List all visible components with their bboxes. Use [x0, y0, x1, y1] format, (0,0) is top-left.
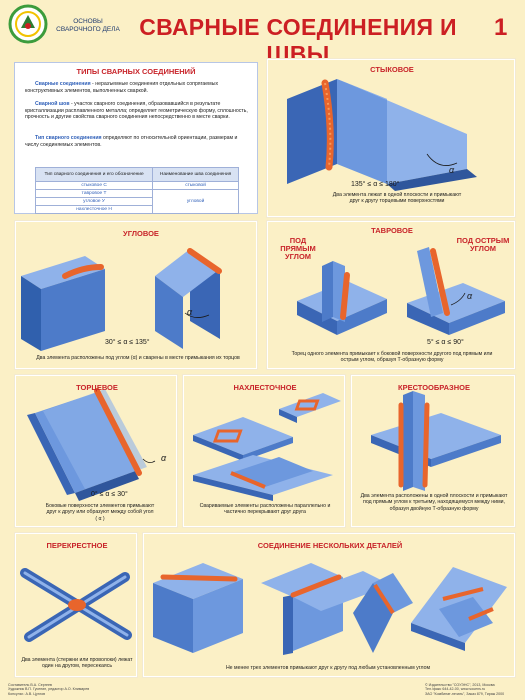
formula-tee: 5° ≤ α ≤ 90°	[427, 339, 464, 346]
tee-label-right-angle: ПОД ПРЯМЫМ УГЛОМ	[280, 236, 316, 261]
footer-publisher-line: Тел./факс 644-42-00, www.souens.ru	[425, 687, 486, 692]
caption-butt: Два элемента лежат в одной плоскости и п…	[332, 192, 462, 205]
info-paragraph-3: Тип сварного соединения определяют по от…	[25, 135, 251, 148]
caption-edge: Боковые поверхности элементов примыкают …	[45, 503, 155, 522]
caption-corner: Два элемента расположены под углом (α) и…	[36, 355, 240, 361]
info-panel: ТИПЫ СВАРНЫХ СОЕДИНЕНИЙ Сварные соединен…	[14, 62, 258, 214]
info-title: ТИПЫ СВАРНЫХ СОЕДИНЕНИЙ	[76, 67, 196, 76]
alpha-label: α	[467, 291, 473, 301]
panel-tee-joint: ТАВРОВОЕ ПОД ПРЯМЫМ УГЛОМ ПОД ОСТРЫМ УГЛ…	[266, 220, 516, 370]
table-cell-type: нахлесточное Н	[34, 205, 154, 214]
alpha-label: α	[187, 307, 193, 317]
term-welded-joint: Сварные соединения	[35, 81, 91, 87]
panel-title-tee: ТАВРОВОЕ	[371, 226, 413, 235]
formula-edge: 0° ≤ α ≤ 30°	[91, 491, 128, 498]
header-subject-label: ОСНОВЫ СВАРОЧНОГО ДЕЛА	[56, 18, 120, 33]
table-header-seam: Наименование шва соединения	[152, 167, 239, 182]
info-text-1: - неразъемные соединения отдельных сопря…	[25, 81, 219, 94]
term-joint-type: Тип сварного соединения	[35, 135, 102, 141]
panel-multi-joint: СОЕДИНЕНИЕ НЕСКОЛЬКИХ ДЕТАЛЕЙ Не менее т…	[142, 532, 516, 678]
caption-tee: Торец одного элемента примыкает к боково…	[291, 351, 493, 364]
lap-joint-illustration	[193, 393, 341, 501]
footer-publisher-line: ЗАО "Комбинат-печать", Заказ 879, Тираж …	[425, 691, 505, 696]
info-paragraph-2: Сварной шов - участок сварного соединени…	[25, 101, 251, 121]
caption-cross: Два элемента расположены в одной плоскос…	[360, 493, 508, 512]
alpha-label: α	[449, 165, 455, 175]
table-cell-seam: угловой	[152, 189, 239, 214]
table-cell-type: тавровое Т	[34, 189, 154, 198]
footer-credit-line: Консульт.: А.В. Цуглов	[8, 691, 46, 696]
header: ОСНОВЫ СВАРОЧНОГО ДЕЛА СВАРНЫЕ СОЕДИНЕНИ…	[0, 0, 525, 67]
footer-publisher: © Издательство "СОУЭНС", 2013, Москва Те…	[425, 683, 504, 696]
info-text-3: определяют по относительной ориентации, …	[25, 135, 238, 148]
page-number: 1	[494, 14, 508, 41]
butt-joint-illustration	[287, 79, 477, 191]
panel-lap-joint: НАХЛЕСТОЧНОЕ Свариваемые элементы распол…	[182, 374, 346, 528]
footer-publisher-line: © Издательство "СОУЭНС", 2013, Москва	[425, 683, 495, 687]
panel-title-edge: ТОРЦЕВОЕ	[76, 383, 118, 392]
panel-title-corner: УГЛОВОЕ	[123, 229, 159, 238]
crossed-joint-illustration	[20, 568, 132, 642]
footer-credits: Составитель В.А. Сергеев Художник В.П. Г…	[8, 683, 89, 696]
panel-corner-joint: УГЛОВОЕ α 30° ≤ α ≤ 135° Два элемента ра…	[14, 220, 258, 370]
formula-corner: 30° ≤ α ≤ 135°	[105, 339, 150, 346]
table-cell-type: угловое У	[34, 197, 154, 206]
tee-label-acute-angle: ПОД ОСТРЫМ УГЛОМ	[456, 236, 510, 253]
logo-emblem	[8, 4, 48, 44]
table-header-type: Тип сварного соединения и его обозначени…	[34, 167, 154, 182]
term-weld-seam: Сварной шов	[35, 101, 70, 107]
corner-joint-illustration	[21, 248, 222, 351]
caption-multi: Не менее трех элементов примыкают друг к…	[225, 665, 431, 671]
caption-lap: Свариваемые элементы расположены паралле…	[199, 503, 331, 516]
panel-title-multi: СОЕДИНЕНИЕ НЕСКОЛЬКИХ ДЕТАЛЕЙ	[257, 541, 403, 550]
alpha-label: α	[161, 453, 167, 463]
panel-title-crossed: ПЕРЕКРЕСТНОЕ	[46, 541, 108, 550]
info-text-2: - участок сварного соединения, образовав…	[25, 101, 248, 120]
table-cell-seam: стыковой	[152, 181, 239, 190]
joint-type-table: Тип сварного соединения и его обозначени…	[34, 167, 239, 214]
cross-joint-illustration	[371, 391, 501, 491]
table-cell-type: стыковое С	[34, 181, 154, 190]
table-row: нахлесточное Н	[34, 205, 239, 214]
panel-cross-joint: КРЕСТООБРАЗНОЕ Два элемента расположены …	[350, 374, 516, 528]
caption-crossed: Два элемента (стержни или проволоки) леж…	[21, 657, 133, 670]
formula-butt: 135° ≤ α ≤ 180°	[351, 181, 400, 188]
panel-crossed-joint: ПЕРЕКРЕСТНОЕ Два элемента (стержни или п…	[14, 532, 138, 678]
edge-joint-illustration	[27, 388, 156, 501]
panel-butt-joint: СТЫКОВОЕ α 135° ≤ α ≤ 180° Два элемента …	[266, 58, 516, 218]
footer-credit-line: Художник В.П. Гусенин, редактор А.О. Кли…	[8, 687, 90, 692]
panel-edge-joint: ТОРЦЕВОЕ α 0° ≤ α ≤ 30° Боковые поверхно…	[14, 374, 178, 528]
info-paragraph-1: Сварные соединения - неразъемные соедине…	[25, 81, 251, 94]
multi-joint-illustration	[153, 563, 507, 655]
panel-title-cross: КРЕСТООБРАЗНОЕ	[398, 383, 470, 392]
panel-title-butt: СТЫКОВОЕ	[370, 65, 414, 74]
tee-joint-illustration	[297, 247, 505, 335]
footer-credit-line: Составитель В.А. Сергеев	[8, 683, 52, 687]
panel-title-lap: НАХЛЕСТОЧНОЕ	[233, 383, 297, 392]
